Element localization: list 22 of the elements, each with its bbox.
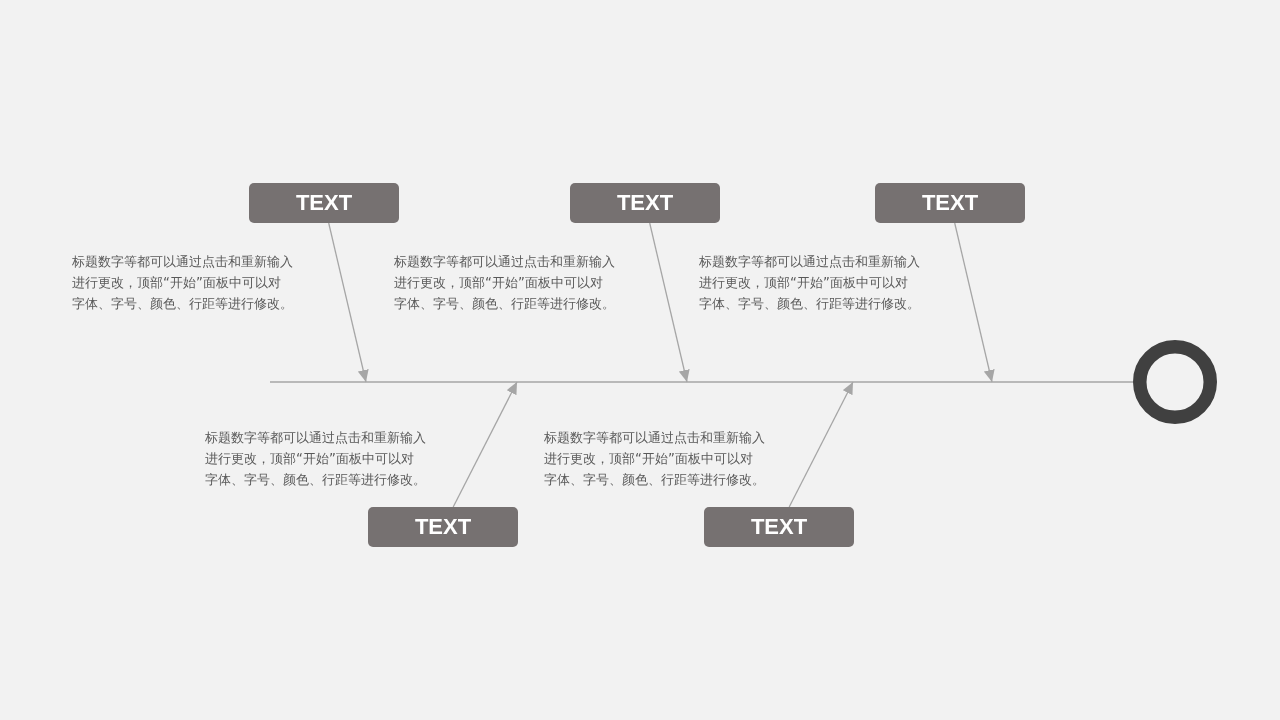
title-text: TEXT <box>750 514 808 540</box>
title-box <box>570 183 720 223</box>
title-text: TEXT <box>295 190 353 216</box>
ring-icon <box>1133 340 1217 424</box>
arrow <box>649 222 690 383</box>
arrow <box>954 222 995 383</box>
title-box <box>704 507 854 547</box>
title-text: TEXT <box>921 190 979 216</box>
title-text: TEXT <box>414 514 472 540</box>
title-box <box>368 507 518 547</box>
description-text: 标题数字等都可以通过点击和重新输入进行更改，顶部“开始”面板中可以对字体、字号、颜色、行距等进行修改。 <box>72 253 293 313</box>
description-text: 标题数字等都可以通过点击和重新输入进行更改，顶部“开始”面板中可以对字体、字号、颜色、行距等进行修改。 <box>699 253 920 313</box>
title-text: TEXT <box>616 190 674 216</box>
spine-line <box>269 381 1134 383</box>
description-text: 标题数字等都可以通过点击和重新输入进行更改，顶部“开始”面板中可以对字体、字号、颜色、行距等进行修改。 <box>544 429 765 489</box>
title-box <box>875 183 1025 223</box>
description-text: 标题数字等都可以通过点击和重新输入进行更改，顶部“开始”面板中可以对字体、字号、颜色、行距等进行修改。 <box>205 429 426 489</box>
arrow <box>452 381 518 508</box>
arrow <box>328 222 369 383</box>
description-text: 标题数字等都可以通过点击和重新输入进行更改，顶部“开始”面板中可以对字体、字号、颜色、行距等进行修改。 <box>394 253 615 313</box>
arrow <box>788 381 854 508</box>
title-box <box>249 183 399 223</box>
